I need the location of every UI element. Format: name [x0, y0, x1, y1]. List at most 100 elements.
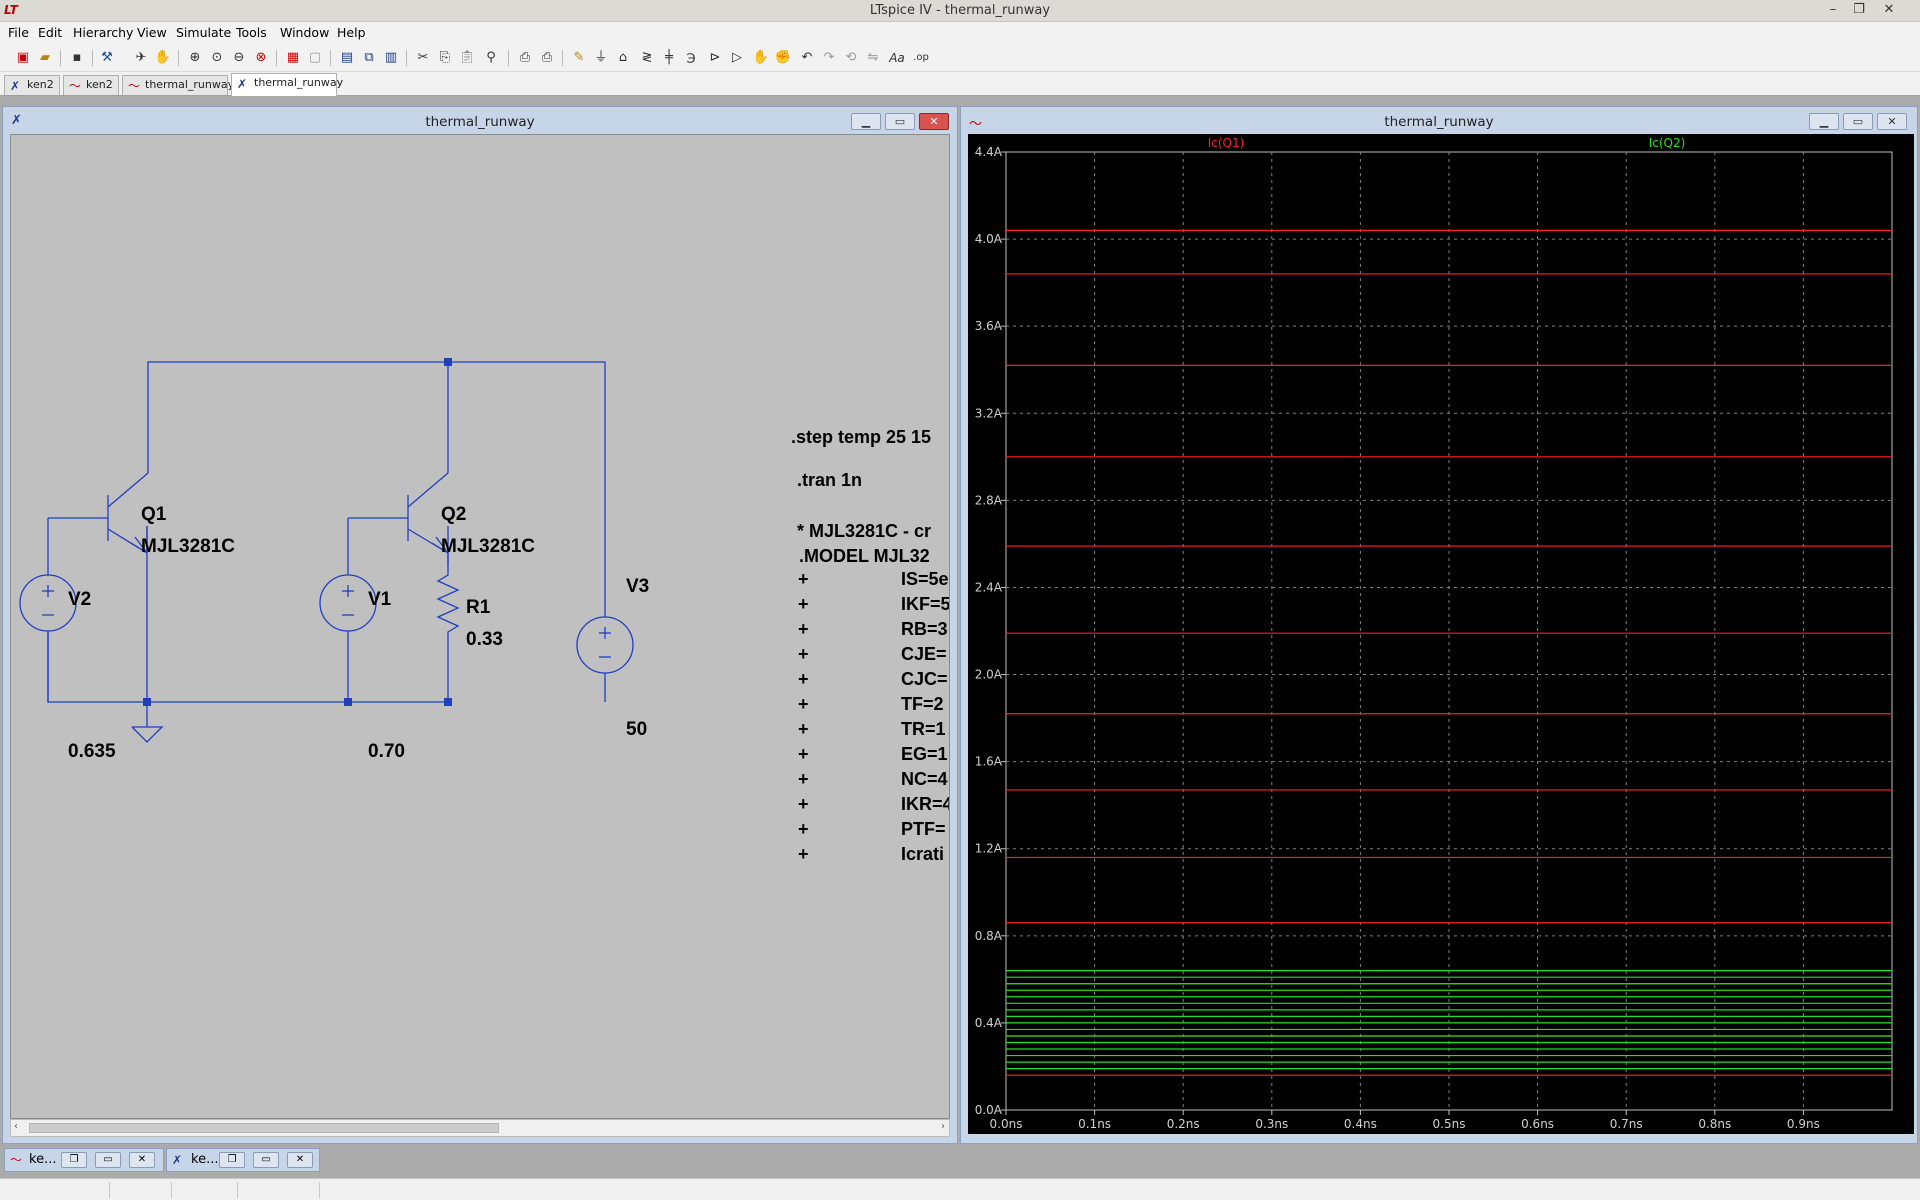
move-icon[interactable]: ✋ [752, 50, 770, 65]
waveform-close-button[interactable]: ✕ [1877, 113, 1907, 130]
model-line-plus: + [798, 844, 809, 864]
print-icon[interactable]: ⎙ [519, 50, 531, 65]
scrollbar-thumb[interactable] [29, 1123, 499, 1133]
tab-label: thermal_runway [254, 76, 344, 89]
wire-icon[interactable]: ✎ [573, 50, 585, 65]
drag-icon[interactable]: ✊ [774, 50, 792, 65]
resistor-r1[interactable] [436, 565, 460, 638]
rotate-icon[interactable]: ⟲ [845, 50, 857, 65]
resistor-icon[interactable]: ≷ [641, 50, 653, 65]
control-panel-icon[interactable]: ⚒ [101, 50, 113, 65]
minimized-window-ken2-schematic[interactable]: ✗ ke... ❐ ▭ ✕ [166, 1148, 320, 1172]
run-icon[interactable]: ✈ [135, 50, 147, 65]
zoom-in-icon[interactable]: ⊕ [189, 50, 201, 65]
menu-simulate[interactable]: Simulate [176, 25, 232, 40]
mirror-icon[interactable]: ⇋ [867, 50, 879, 65]
paste-icon[interactable]: 📋︎ [458, 50, 476, 65]
close-button[interactable]: ✕ [129, 1152, 155, 1168]
x-tick-label: 0.0ns [990, 1117, 1023, 1131]
y-tick-label: 2.0A [975, 668, 1003, 682]
view-icon[interactable]: ▢ [308, 50, 322, 65]
capacitor-icon[interactable]: ╪ [665, 50, 673, 65]
spice-directive-step[interactable]: .step temp 25 15 [791, 427, 931, 447]
scroll-right-arrow-icon[interactable]: › [941, 1121, 945, 1132]
maximize-button[interactable]: ▭ [95, 1152, 121, 1168]
autorange-icon[interactable]: ▦ [286, 50, 300, 65]
cascade-icon[interactable]: ⧉ [364, 50, 374, 65]
voltage-source-v2[interactable] [19, 574, 77, 632]
inductor-icon[interactable]: ℈ [686, 50, 696, 65]
minimized-window-label: ke... [29, 1152, 57, 1167]
cut-icon[interactable]: ✂ [417, 50, 429, 65]
new-schematic-icon[interactable]: ▣ [16, 50, 30, 65]
tab-ken2-schematic[interactable]: ✗ ken2 [4, 75, 60, 95]
menu-tools[interactable]: Tools [236, 25, 267, 40]
close-button[interactable]: ✕ [287, 1152, 313, 1168]
schematic-canvas[interactable]: Q1 MJL3281C Q2 MJL3281C V2 0.635 V1 0.70… [10, 134, 950, 1119]
waveform-maximize-button[interactable]: ▭ [1843, 113, 1873, 130]
label-icon[interactable]: ⌂ [618, 50, 628, 65]
schematic-horizontal-scrollbar[interactable]: ‹ › [10, 1119, 950, 1137]
menu-hierarchy[interactable]: Hierarchy [73, 25, 134, 40]
spice-directive-model[interactable]: .MODEL MJL32 [799, 546, 930, 566]
transistor-q1[interactable] [93, 472, 149, 554]
zoom-pan-icon[interactable]: ⊙ [211, 50, 223, 65]
restore-button[interactable]: ❐ [61, 1152, 87, 1168]
minimize-window-button[interactable]: – [1829, 2, 1837, 17]
menu-file[interactable]: File [8, 25, 29, 40]
zoom-fit-icon[interactable]: ⊗ [255, 50, 267, 65]
tile-horizontal-icon[interactable]: ▤ [340, 50, 354, 65]
spice-comment-model[interactable]: * MJL3281C - cr [797, 521, 931, 541]
model-parameter-lines[interactable]: +IS=5e+IKF=5+RB=3+CJE=+CJC=+TF=2+TR=1+EG… [798, 569, 950, 864]
minimized-window-ken2-waveform[interactable]: 〜 ke... ❐ ▭ ✕ [4, 1148, 164, 1172]
waveform-icon: 〜 [10, 1153, 23, 1167]
copy-icon[interactable]: ⎘ [439, 50, 451, 65]
spice-directive-tran[interactable]: .tran 1n [797, 470, 862, 490]
schematic-window-title: thermal_runway [425, 114, 535, 130]
transistor-q2[interactable] [393, 472, 449, 565]
menu-edit[interactable]: Edit [38, 25, 63, 40]
menu-help[interactable]: Help [337, 25, 366, 40]
halt-icon[interactable]: ✋ [154, 50, 172, 65]
voltage-source-v3[interactable] [576, 616, 634, 674]
restore-button[interactable]: ❐ [219, 1152, 245, 1168]
zoom-out-icon[interactable]: ⊖ [233, 50, 245, 65]
voltage-source-v1[interactable] [319, 574, 377, 632]
find-icon[interactable]: ⚲ [486, 50, 496, 65]
schematic-minimize-button[interactable]: ▁ [851, 113, 881, 130]
model-line-parameter: TF=2 [901, 694, 944, 714]
save-icon[interactable]: ▪ [72, 50, 82, 65]
scroll-left-arrow-icon[interactable]: ‹ [14, 1121, 18, 1132]
print-preview-icon[interactable]: ⎙ [541, 50, 553, 65]
x-tick-label: 0.6ns [1521, 1117, 1554, 1131]
menu-bar: File Edit Hierarchy View Simulate Tools … [0, 22, 1920, 42]
document-tab-bar: ✗ ken2 〜 ken2 〜 thermal_runway ✗ thermal… [0, 72, 1920, 96]
tab-thermal-runway-waveform[interactable]: 〜 thermal_runway [122, 75, 234, 95]
waveform-minimize-button[interactable]: ▁ [1809, 113, 1839, 130]
component-icon[interactable]: ▷ [732, 50, 742, 65]
x-tick-label: 0.4ns [1344, 1117, 1377, 1131]
maximize-button[interactable]: ▭ [253, 1152, 279, 1168]
tab-thermal-runway-schematic[interactable]: ✗ thermal_runway [231, 73, 343, 96]
open-icon[interactable]: ▰ [40, 50, 50, 65]
schematic-maximize-button[interactable]: ▭ [885, 113, 915, 130]
redo-icon[interactable]: ↷ [823, 50, 835, 65]
status-cell [0, 1182, 110, 1198]
ground-icon[interactable]: ⏚ [594, 50, 608, 65]
restore-window-button[interactable]: ❐ [1853, 2, 1865, 17]
schematic-close-button[interactable]: ✕ [919, 113, 949, 130]
tab-label: thermal_runway [145, 78, 235, 91]
menu-window[interactable]: Window [280, 25, 330, 40]
spice-directive-icon[interactable]: .op [913, 52, 929, 63]
diode-icon[interactable]: ⊳ [709, 50, 721, 65]
menu-view[interactable]: View [137, 25, 167, 40]
schematic-drawing[interactable]: Q1 MJL3281C Q2 MJL3281C V2 0.635 V1 0.70… [11, 135, 950, 1119]
undo-icon[interactable]: ↶ [801, 50, 813, 65]
tile-vertical-icon[interactable]: ▥ [384, 50, 398, 65]
model-line-plus: + [798, 569, 809, 589]
text-icon[interactable]: Aa [889, 51, 905, 65]
close-window-button[interactable]: ✕ [1883, 2, 1895, 17]
tab-ken2-waveform[interactable]: 〜 ken2 [63, 75, 119, 95]
